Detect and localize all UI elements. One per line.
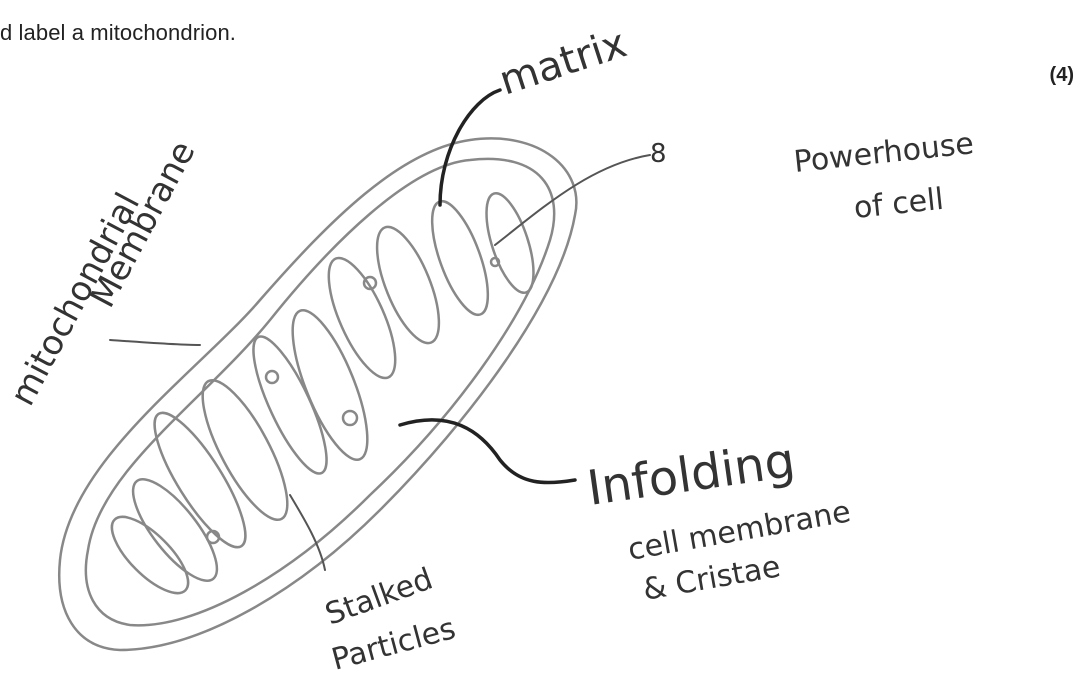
label-infolding: Infolding <box>584 432 799 517</box>
label-powerhouse: Powerhouse <box>792 126 975 180</box>
crista-10 <box>101 506 200 605</box>
crista-4 <box>315 250 408 387</box>
label-matrix: matrix <box>494 20 632 104</box>
crista-3 <box>364 219 451 350</box>
label-of-cell: of cell <box>852 182 945 226</box>
infolding-pointer <box>400 420 575 483</box>
label-eight: 8 <box>650 139 667 169</box>
crista-5 <box>278 302 382 468</box>
stalked-particle <box>266 371 278 383</box>
crista-6 <box>240 329 340 482</box>
membrane-pointer <box>110 340 200 345</box>
matrix-pointer <box>440 90 500 205</box>
stalked-particle <box>343 411 357 425</box>
stalked-particle <box>491 258 499 266</box>
crista-7 <box>187 370 303 530</box>
